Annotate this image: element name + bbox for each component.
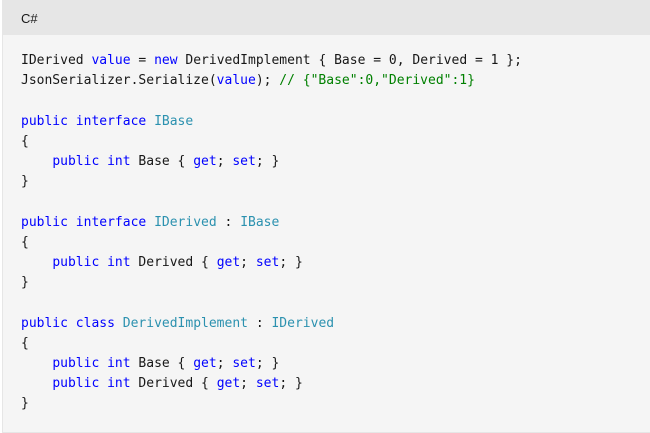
code-token: Derived { <box>130 376 217 392</box>
code-token: value <box>216 73 256 89</box>
code-token: Derived { <box>130 255 217 270</box>
code-token <box>146 114 154 129</box>
code-token: ; <box>240 255 256 270</box>
code-text[interactable]: IDerived value = new DerivedImplement { … <box>21 51 650 415</box>
code-line: { <box>21 132 650 152</box>
code-token: } <box>21 174 29 190</box>
code-token <box>99 356 107 371</box>
code-line: public int Base { get; set; } <box>21 152 650 172</box>
code-token: set <box>255 255 280 270</box>
code-token: ; <box>216 356 233 371</box>
code-token: ; <box>216 154 233 169</box>
code-token: IDerived <box>154 214 217 230</box>
code-token: int <box>107 154 131 169</box>
code-token: new <box>154 53 178 68</box>
code-token: Base { <box>130 154 194 169</box>
code-token: set <box>232 356 256 371</box>
code-token <box>146 215 154 230</box>
code-token: { <box>21 234 29 250</box>
code-token: { <box>21 335 29 351</box>
code-token: public <box>52 154 100 169</box>
code-token: ); <box>255 73 280 89</box>
code-token <box>99 376 107 391</box>
code-token: : <box>216 214 241 230</box>
code-token: class <box>75 315 115 331</box>
code-token: public <box>21 315 68 331</box>
code-line: public int Derived { get; set; } <box>21 374 650 394</box>
code-line: public int Base { get; set; } <box>21 354 650 374</box>
code-token: ; } <box>279 376 303 392</box>
code-token <box>21 154 52 169</box>
code-line: public interface IDerived : IBase <box>21 213 650 233</box>
code-line: { <box>21 334 650 354</box>
code-token: get <box>193 154 217 169</box>
code-token: public <box>52 376 100 392</box>
code-line: } <box>21 394 650 414</box>
code-line <box>21 192 650 212</box>
code-token: get <box>216 255 241 270</box>
code-token <box>68 114 76 129</box>
code-token: IDerived <box>271 315 335 331</box>
code-token <box>68 215 76 230</box>
code-token: ; } <box>255 154 280 169</box>
code-token: set <box>232 154 256 169</box>
code-line: { <box>21 233 650 253</box>
code-token: ; } <box>255 356 280 371</box>
code-line: IDerived value = new DerivedImplement { … <box>21 51 650 71</box>
code-token: IBase <box>154 113 194 129</box>
code-token: public <box>52 255 100 270</box>
code-token: Base { <box>130 356 194 371</box>
code-token: DerivedImplement { Base = 0, Derived = 1… <box>177 53 522 68</box>
code-token <box>99 154 107 169</box>
code-token: JsonSerializer.Serialize( <box>21 73 217 89</box>
code-token <box>115 316 123 331</box>
code-token: int <box>107 376 131 392</box>
code-token: : <box>248 315 272 331</box>
code-body[interactable]: IDerived value = new DerivedImplement { … <box>3 35 650 415</box>
code-token: set <box>255 376 280 392</box>
code-line: public interface IBase <box>21 112 650 132</box>
code-line <box>21 91 650 111</box>
code-token: { <box>21 133 29 149</box>
code-token: get <box>216 376 241 392</box>
code-token <box>68 316 76 331</box>
code-token: IBase <box>240 214 280 230</box>
code-token <box>21 356 52 371</box>
code-token: = <box>130 53 155 68</box>
code-line: public class DerivedImplement : IDerived <box>21 314 650 334</box>
code-token: } <box>21 396 29 412</box>
code-token: IDerived <box>21 53 92 68</box>
code-token <box>21 255 52 270</box>
code-token: value <box>91 53 131 68</box>
code-token: } <box>21 275 29 291</box>
code-token: interface <box>75 214 147 230</box>
code-token: public <box>21 113 68 129</box>
code-token <box>99 255 107 270</box>
code-token: public <box>21 214 68 230</box>
code-token: ; } <box>279 255 303 270</box>
code-block-header: C# <box>3 1 650 35</box>
code-token: // {"Base":0,"Derived":1} <box>279 73 475 89</box>
code-token: interface <box>75 113 147 129</box>
code-line: JsonSerializer.Serialize(value); // {"Ba… <box>21 71 650 91</box>
code-line <box>21 293 650 313</box>
code-line: public int Derived { get; set; } <box>21 253 650 273</box>
code-token: get <box>193 356 217 371</box>
code-line: } <box>21 273 650 293</box>
code-token: int <box>107 356 131 371</box>
code-token: DerivedImplement <box>122 315 248 331</box>
code-line: } <box>21 172 650 192</box>
language-label: C# <box>21 10 38 26</box>
code-token: public <box>52 356 100 371</box>
code-token: ; <box>240 376 256 392</box>
code-token: int <box>107 255 131 270</box>
code-token <box>21 376 52 391</box>
